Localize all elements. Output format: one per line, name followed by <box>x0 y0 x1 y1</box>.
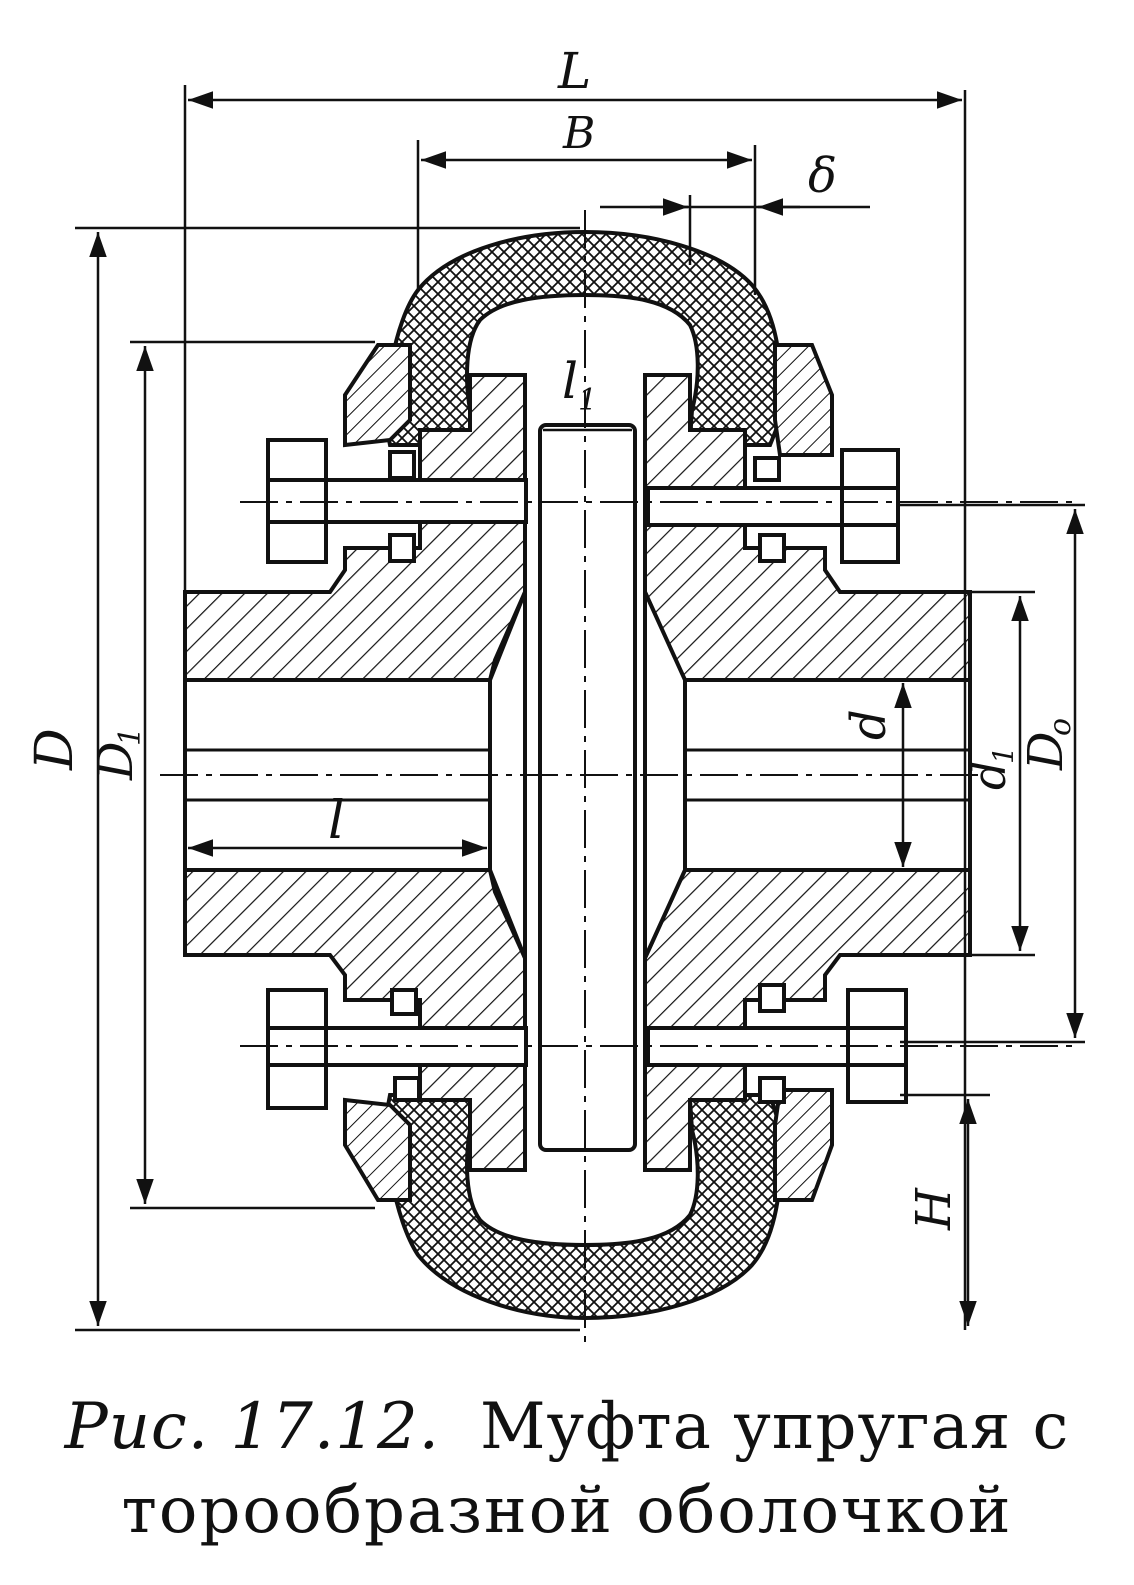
caption-text-1: Муфта упругая с <box>480 1390 1070 1464</box>
label-l1: l 1 <box>562 352 597 418</box>
figure-number: Рис. 17.12. <box>64 1390 440 1464</box>
svg-text:D: D <box>88 742 144 781</box>
label-B: B <box>562 108 595 159</box>
left-hub-lower <box>183 868 527 1172</box>
central-gap <box>538 423 637 1152</box>
svg-text:1: 1 <box>113 727 148 746</box>
nut <box>758 1076 786 1104</box>
nut <box>753 456 781 482</box>
clamp-ring-bottom-left <box>343 1097 412 1202</box>
keyways <box>185 748 970 802</box>
bolts <box>266 438 908 1110</box>
centre-lines <box>160 210 1080 1345</box>
label-D: D <box>25 728 85 771</box>
bolt-head <box>840 448 900 564</box>
svg-text:1: 1 <box>578 383 597 418</box>
nut <box>758 983 786 1013</box>
nut <box>388 533 416 563</box>
svg-text:d: d <box>962 761 1016 790</box>
clamp-ring-bottom-right <box>773 1088 834 1202</box>
dimension-lines <box>75 85 1085 1332</box>
bolt-bottom-left <box>266 988 528 1110</box>
label-L: L <box>557 42 591 100</box>
label-delta: δ <box>808 148 837 204</box>
nut <box>393 1076 421 1102</box>
svg-text:l: l <box>562 352 578 410</box>
svg-text:o: o <box>1043 718 1078 736</box>
label-D0: D o <box>1018 718 1078 771</box>
nut <box>390 988 418 1016</box>
caption-line-1: Рис. 17.12. Муфта упругая с <box>0 1385 1134 1469</box>
label-H: H <box>906 1187 962 1231</box>
label-D1: D 1 <box>88 727 148 781</box>
label-d: d <box>841 709 897 740</box>
central-gap-body <box>538 423 637 1152</box>
label-l: l <box>328 791 345 851</box>
clamp-rings <box>343 343 834 1202</box>
bolt-head <box>266 988 328 1110</box>
clamp-ring-top-left <box>343 343 412 448</box>
coupling-drawing: L B δ l 1 D D 1 d d 1 D o l H <box>25 42 1085 1345</box>
dimension-labels: L B δ l 1 D D 1 d d 1 D o l H <box>25 42 1078 1231</box>
figure-caption: Рис. 17.12. Муфта упругая с торообразной … <box>0 1385 1134 1553</box>
caption-line-2: торообразной оболочкой <box>121 1474 1013 1548</box>
nut <box>388 450 416 480</box>
left-half-coupling <box>183 373 527 1172</box>
clamp-ring-top-right <box>773 343 834 457</box>
svg-text:1: 1 <box>987 746 1020 764</box>
bolt-shank <box>646 486 844 527</box>
label-d1: d 1 <box>962 746 1020 790</box>
nut <box>758 533 786 563</box>
svg-text:D: D <box>1018 732 1074 771</box>
bolt-top-right <box>646 448 900 564</box>
